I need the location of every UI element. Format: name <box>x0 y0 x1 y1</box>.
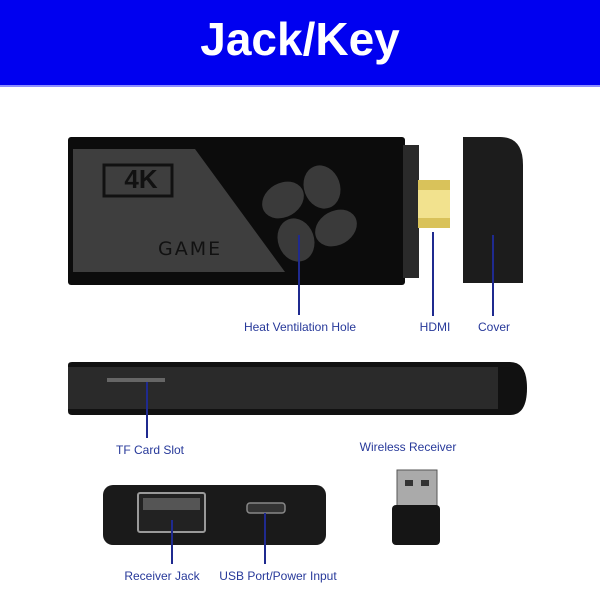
tf-card-slot-label: TF Card Slot <box>115 443 185 457</box>
micro-usb-port <box>246 502 286 514</box>
usb-port-label: USB Port/Power Input <box>219 569 337 583</box>
hdmi-connector <box>403 145 450 278</box>
cover-cap <box>463 137 523 283</box>
heat-ventilation-label: Heat Ventilation Hole <box>243 320 357 334</box>
heat-vent-clover-icon <box>262 165 357 262</box>
header-banner: Jack/Key <box>0 0 600 87</box>
wireless-receiver-label: Wireless Receiver <box>359 440 457 454</box>
usb-leader-line <box>264 513 266 564</box>
4k-badge-frame <box>102 163 174 198</box>
receiver-front-view <box>103 485 326 545</box>
heat-leader-line <box>298 235 300 315</box>
hdmi-leader-line <box>432 232 434 316</box>
hdmi-label: HDMI <box>419 320 451 334</box>
page-title: Jack/Key <box>200 13 400 65</box>
game-stick-top-view <box>68 137 405 285</box>
receiver-jack-leader-line <box>171 520 173 564</box>
cover-label: Cover <box>477 320 511 334</box>
tf-card-slot <box>107 378 165 382</box>
4k-badge: 4K <box>124 164 158 194</box>
cover-leader-line <box>492 235 494 316</box>
wireless-receiver-dongle <box>392 469 440 545</box>
game-logo-text: GAME <box>158 238 223 260</box>
tf-leader-line <box>146 382 148 438</box>
receiver-jack-label: Receiver Jack <box>124 569 200 583</box>
